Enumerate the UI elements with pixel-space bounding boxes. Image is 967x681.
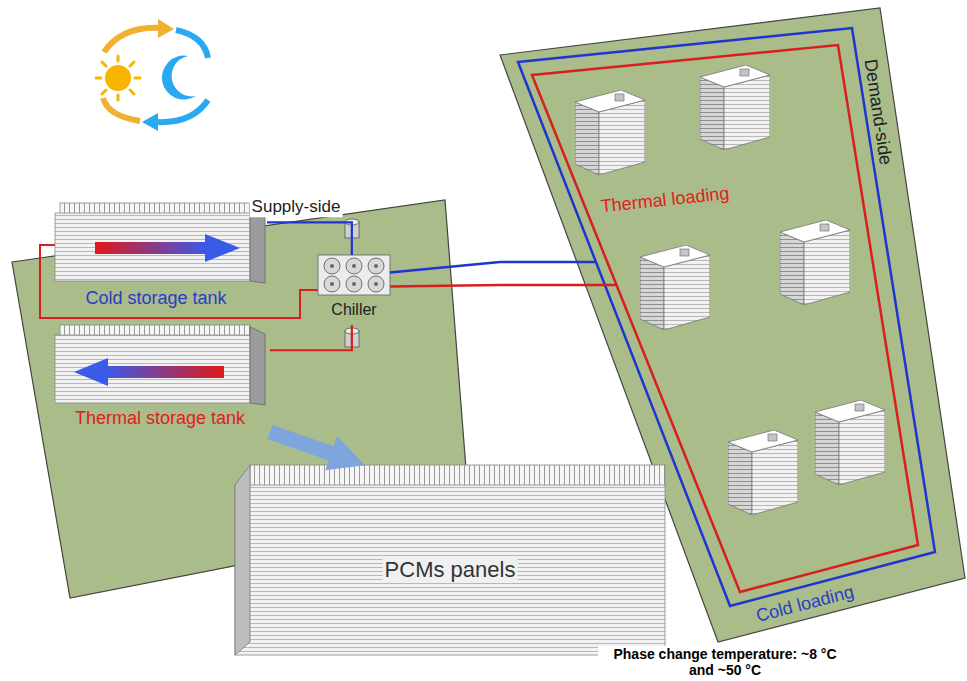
- chiller-unit: [330, 264, 334, 268]
- day-night-icon: [104, 28, 160, 52]
- pipe-connector: [390, 262, 500, 272]
- day-night-icon: [156, 100, 208, 122]
- day-night-icon: [142, 113, 158, 131]
- day-night-icon: [158, 19, 174, 38]
- cold-tank-container: [95, 242, 207, 254]
- demand-side-panel: Demand-side: [500, 8, 965, 648]
- node-label: Thermal storage tank: [73, 408, 247, 429]
- chiller-unit: [368, 276, 384, 292]
- day-night-icon: [105, 65, 131, 91]
- chiller-unit: [346, 258, 362, 274]
- node-label: Supply-side: [250, 197, 343, 217]
- pcm-container: [235, 485, 665, 655]
- building: [700, 65, 770, 150]
- day-night-icon: [130, 90, 134, 94]
- loading-label: Thermal loading: [598, 183, 733, 217]
- hot-pipe: [500, 284, 616, 287]
- building: [575, 65, 885, 515]
- cold-tank-container: [55, 203, 265, 283]
- cold-storage-tank: Cold storage tank: [55, 200, 267, 312]
- thermal-tank-container: [55, 325, 265, 405]
- chiller-unit: [324, 258, 384, 292]
- supply-side-panel: Supply-sideCold storage tankChillerTherm…: [12, 192, 472, 598]
- day-night-icon: [96, 19, 208, 131]
- building: [575, 90, 645, 175]
- day-night-icon: [117, 56, 120, 61]
- chiller: Chiller: [318, 255, 390, 325]
- day-night-icon: [130, 62, 134, 66]
- thermal-tank-container: [74, 358, 108, 386]
- chiller-unit: [352, 282, 356, 286]
- pipe-connector: [270, 325, 352, 350]
- flow-arrow: [270, 432, 351, 460]
- building: [780, 220, 850, 305]
- thermal-tank-container: [106, 366, 224, 378]
- chiller-unit: [318, 255, 390, 295]
- chiller-unit: [374, 282, 378, 286]
- chiller-unit: [318, 255, 390, 295]
- loading-label: Cold loading: [752, 581, 858, 627]
- day-night-icon: [96, 56, 140, 100]
- day-night-icon: [103, 98, 140, 121]
- day-night-icon: [117, 95, 120, 100]
- day-night-icon: [162, 56, 196, 100]
- pipe-connector: [390, 285, 500, 286]
- building: [640, 245, 710, 330]
- node-label: Cold storage tank: [83, 288, 228, 309]
- thermal-tank-container: [55, 335, 250, 403]
- day-night-icon: [135, 77, 140, 80]
- chiller-unit: [324, 276, 340, 292]
- pcm-container: [235, 465, 665, 655]
- node-label: Chiller: [329, 301, 378, 319]
- chiller-unit: [330, 282, 334, 286]
- pcm-container: [250, 465, 665, 487]
- thermal-tank-container: [250, 327, 265, 405]
- node-label: PCMs panels: [383, 557, 518, 582]
- cold-pipe: [500, 261, 596, 264]
- chiller-unit: [352, 264, 356, 268]
- chiller-unit: [330, 264, 378, 286]
- cold-tank-container: [55, 213, 250, 281]
- chiller-unit: [324, 258, 340, 274]
- pcm-panels: PCMs panels: [235, 465, 667, 657]
- thermal-storage-tank: Thermal storage tank: [55, 320, 270, 432]
- chiller-unit: [374, 264, 378, 268]
- day-night-icon: [96, 77, 101, 80]
- building: [728, 430, 798, 515]
- building: [815, 400, 885, 485]
- day-night-icon: [102, 90, 106, 94]
- pipe-connector: [267, 222, 352, 255]
- day-night-icon: [176, 30, 208, 58]
- day-night-icon: [102, 62, 106, 66]
- note-text: Phase change temperature: ~8 °C and ~50 …: [598, 646, 852, 678]
- chiller-unit: [346, 276, 362, 292]
- chiller-unit: [368, 258, 384, 274]
- node-label: Demand-side: [860, 56, 897, 169]
- pcm-container: [235, 465, 250, 655]
- cold-tank-container: [205, 234, 240, 262]
